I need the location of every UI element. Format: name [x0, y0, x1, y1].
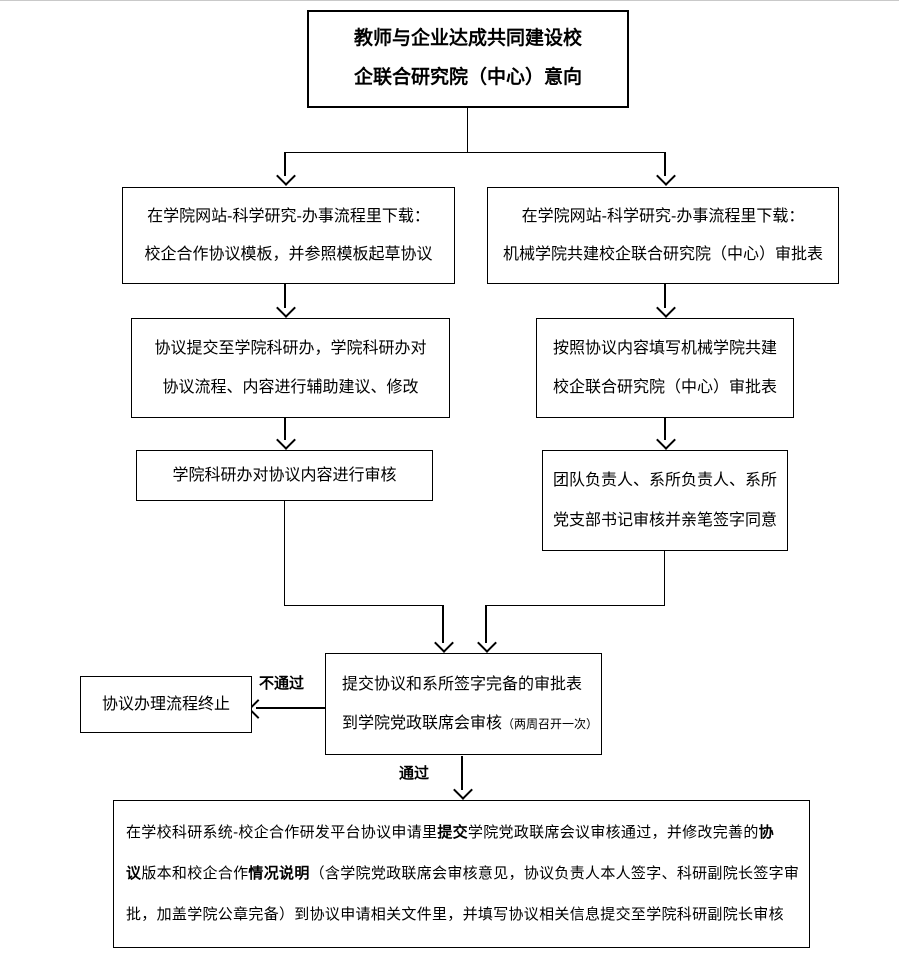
node-leaders-sign-line2: 党支部书记审核并亲笔签字同意	[552, 511, 777, 529]
connector-line	[664, 152, 666, 176]
text-segment: 情况说明	[248, 865, 310, 882]
node-download-approval-form: 在学院网站-科学研究-办事流程里下载： 机械学院共建校企联合研究院（中心）审批表	[487, 187, 839, 284]
node-fill-approval-form-line2: 校企联合研究院（中心）审批表	[552, 378, 777, 396]
connector-line	[284, 501, 285, 605]
arrowhead-down-icon	[656, 298, 676, 318]
connector-line	[664, 418, 666, 440]
node-final-submission: 在学校科研系统-校企合作研发平台协议申请里提交学院党政联席会议审核通过，并修改完…	[113, 800, 810, 948]
node-download-template: 在学院网站-科学研究-办事流程里下载： 校企合作协议模板，并参照模板起草协议	[122, 187, 455, 284]
node-fill-approval-form: 按照协议内容填写机械学院共建 校企联合研究院（中心）审批表	[536, 318, 794, 418]
arrowhead-down-icon	[434, 633, 454, 653]
arrowhead-down-icon	[656, 166, 676, 186]
node-joint-meeting-review-note: （两周召开一次）	[502, 717, 599, 732]
node-final-submission-line3: 批，加盖学院公章完备）到协议申请相关文件里，并填写协议相关信息提交至学院科研副院…	[126, 906, 784, 924]
node-joint-meeting-review: 提交协议和系所签字完备的审批表 到学院党政联席会审核（两周召开一次）	[325, 653, 602, 755]
node-research-office-review-line1: 学院科研办对协议内容进行审核	[172, 466, 397, 484]
text-segment: 议	[126, 865, 142, 882]
arrowhead-down-icon	[477, 633, 497, 653]
connector-line	[285, 152, 666, 153]
connector-line	[284, 284, 286, 308]
node-leaders-sign: 团队负责人、系所负责人、系所 党支部书记审核并亲笔签字同意	[542, 450, 788, 551]
node-research-office-review: 学院科研办对协议内容进行审核	[136, 450, 433, 501]
node-joint-meeting-review-line1: 提交协议和系所签字完备的审批表	[342, 675, 583, 693]
node-intention: 教师与企业达成共同建设校 企联合研究院（中心）意向	[307, 10, 629, 108]
text-segment: 批，加盖学院公章完备）到协议申请相关文件里，并填写协议相关信息提交至学院科研副院…	[126, 906, 784, 923]
node-download-template-line1: 在学院网站-科学研究-办事流程里下载：	[147, 207, 430, 225]
node-process-terminated-line1: 协议办理流程终止	[101, 695, 230, 713]
connector-line	[461, 756, 463, 790]
text-segment: （含学院党政联席会审核意见，协议负责人本人签字、科研副院长签字审	[309, 865, 800, 882]
arrowhead-down-icon	[276, 298, 296, 318]
connector-line	[256, 707, 325, 709]
node-final-submission-line1: 在学校科研系统-校企合作研发平台协议申请里提交学院党政联席会议审核通过，并修改完…	[126, 824, 774, 842]
connector-line	[467, 108, 468, 152]
connector-line	[485, 605, 487, 643]
connector-line	[664, 284, 666, 308]
arrowhead-down-icon	[453, 780, 473, 800]
text-segment: 版本和校企合作	[141, 865, 249, 882]
node-joint-meeting-review-line2-text: 到学院党政联席会审核	[342, 715, 503, 733]
node-download-approval-form-line2: 机械学院共建校企联合研究院（中心）审批表	[502, 245, 823, 263]
node-final-submission-line2: 议版本和校企合作情况说明（含学院党政联席会审核意见，协议负责人本人签字、科研副院…	[126, 865, 799, 883]
node-download-approval-form-line1: 在学院网站-科学研究-办事流程里下载：	[521, 207, 805, 225]
arrowhead-down-icon	[276, 166, 296, 186]
connector-line	[664, 551, 665, 605]
connector-line	[284, 418, 286, 440]
text-segment: 协	[758, 824, 774, 841]
connector-line	[284, 152, 286, 176]
node-joint-meeting-review-line2: 到学院党政联席会审核（两周召开一次）	[342, 714, 598, 733]
node-fill-approval-form-line1: 按照协议内容填写机械学院共建	[552, 339, 777, 357]
arrowhead-down-icon	[656, 430, 676, 450]
connector-line	[284, 605, 444, 606]
text-segment: 学院党政联席会议审核通过，并修改完善的	[467, 824, 759, 841]
text-segment: 在学校科研系统-校企合作研发平台协议申请里	[126, 824, 438, 841]
label-pass: 通过	[399, 765, 430, 782]
label-fail: 不通过	[259, 675, 305, 692]
node-intention-line1: 教师与企业达成共同建设校	[353, 28, 582, 50]
connector-line	[442, 605, 444, 643]
node-submit-to-research-office-line2: 协议流程、内容进行辅助建议、修改	[162, 378, 419, 396]
node-submit-to-research-office: 协议提交至学院科研办，学院科研办对 协议流程、内容进行辅助建议、修改	[131, 318, 450, 418]
connector-line	[486, 605, 665, 606]
node-submit-to-research-office-line1: 协议提交至学院科研办，学院科研办对	[154, 339, 427, 357]
node-process-terminated: 协议办理流程终止	[80, 676, 252, 733]
node-leaders-sign-line1: 团队负责人、系所负责人、系所	[552, 472, 777, 490]
node-download-template-line2: 校企合作协议模板，并参照模板起草协议	[144, 245, 433, 263]
arrowhead-down-icon	[276, 430, 296, 450]
text-segment: 提交	[437, 824, 468, 841]
node-intention-line2: 企联合研究院（中心）意向	[353, 67, 582, 89]
